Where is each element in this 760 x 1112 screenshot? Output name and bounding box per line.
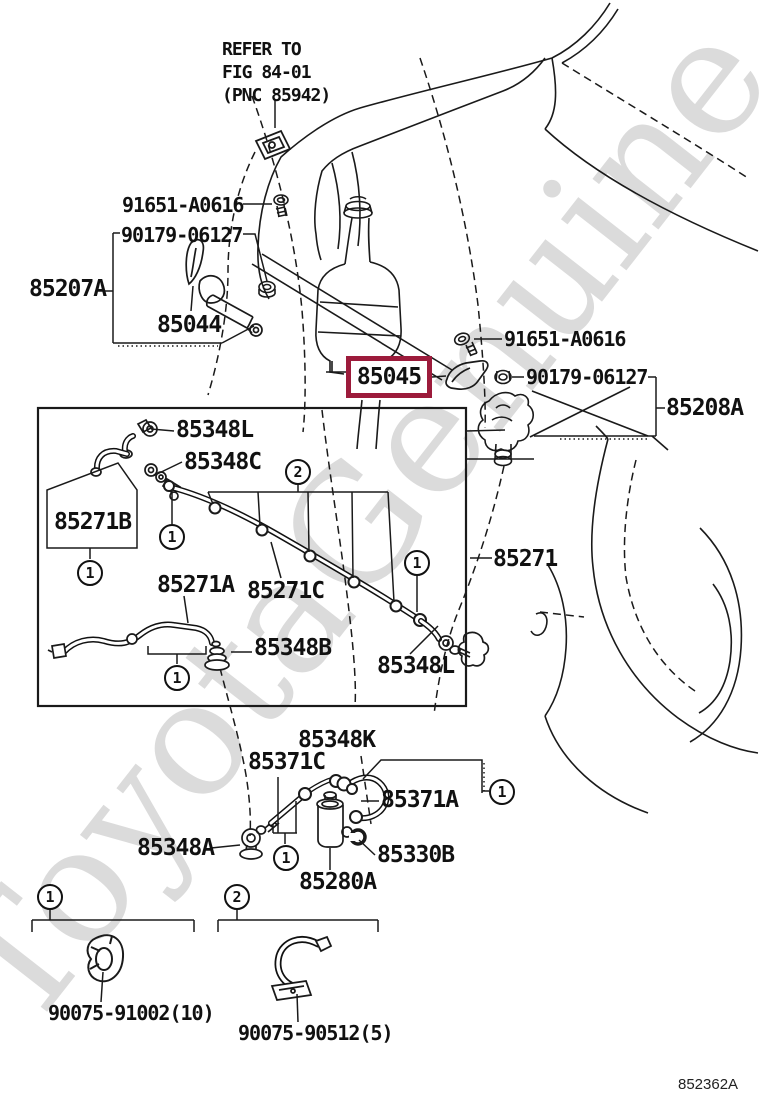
nut-icon-left [258,280,276,298]
bolt-icon-left [273,194,289,218]
diagram-code: 852362A [678,1076,739,1093]
retainer-clamp-icon [254,129,292,161]
car-body-lines [251,2,759,814]
part-label-85271: 85271 [493,546,558,572]
part-label-85348l-top: 85348L [176,417,254,443]
part-label-bolt-top: 91651-A0616 [122,193,244,217]
part-label-85271b: 85271B [54,509,132,535]
callout-1: 1 [77,560,103,586]
bolt-icon-right [453,332,478,357]
refer-note: REFER TO FIG 84-01 (PNC 85942) [222,39,331,106]
hidden-lines [207,57,749,837]
part-label-85348a: 85348A [137,835,215,861]
hose-assembly-parts [47,418,490,671]
washer-pump-icon [477,391,535,467]
callout-2: 2 [285,459,311,485]
callout-1: 1 [164,665,190,691]
part-label-85207a: 85207A [29,276,107,302]
part-label-85271c: 85271C [247,578,325,604]
nozzle-cover-icon [185,239,205,286]
lower-hose-assembly [239,774,390,860]
callout-1: 1 [273,845,299,871]
part-label-clip-clamp: 90075-90512(5) [238,1021,394,1045]
callout-1: 1 [159,524,185,550]
part-label-85271a: 85271A [157,572,235,598]
part-label-85208a: 85208A [666,395,744,421]
clamp-clip-icon [270,935,333,1001]
part-label-85044: 85044 [157,312,222,338]
part-label-85348c: 85348C [184,449,262,475]
part-label-85371a: 85371A [381,787,459,813]
part-label-clip-ring: 90075-91002(10) [48,1001,215,1025]
part-label-85280a: 85280A [299,869,377,895]
highlighted-part-box: 85045 [346,356,432,398]
part-label-nut-right: 90179-06127 [526,365,648,389]
callout-1: 1 [489,779,515,805]
nut-icon-right [494,369,512,385]
callout-1: 1 [404,550,430,576]
part-label-85348k: 85348K [298,727,376,753]
washer-tank-icon [315,195,402,375]
part-label-85348l-right: 85348L [377,653,455,679]
ring-clip-icon [86,934,125,983]
hose-assembly-box [36,406,468,708]
part-label-85045: 85045 [356,364,422,390]
part-label-bolt-right: 91651-A0616 [504,327,626,351]
leader-lines [31,100,665,1023]
part-label-85330b: 85330B [377,842,455,868]
callout-1: 1 [37,884,63,910]
callout-2: 2 [224,884,250,910]
part-label-85348b: 85348B [254,635,332,661]
part-label-85371c: 85371C [248,749,326,775]
part-label-nut-top: 90179-06127 [121,223,243,247]
hood-nozzle-part-icon [445,360,489,391]
